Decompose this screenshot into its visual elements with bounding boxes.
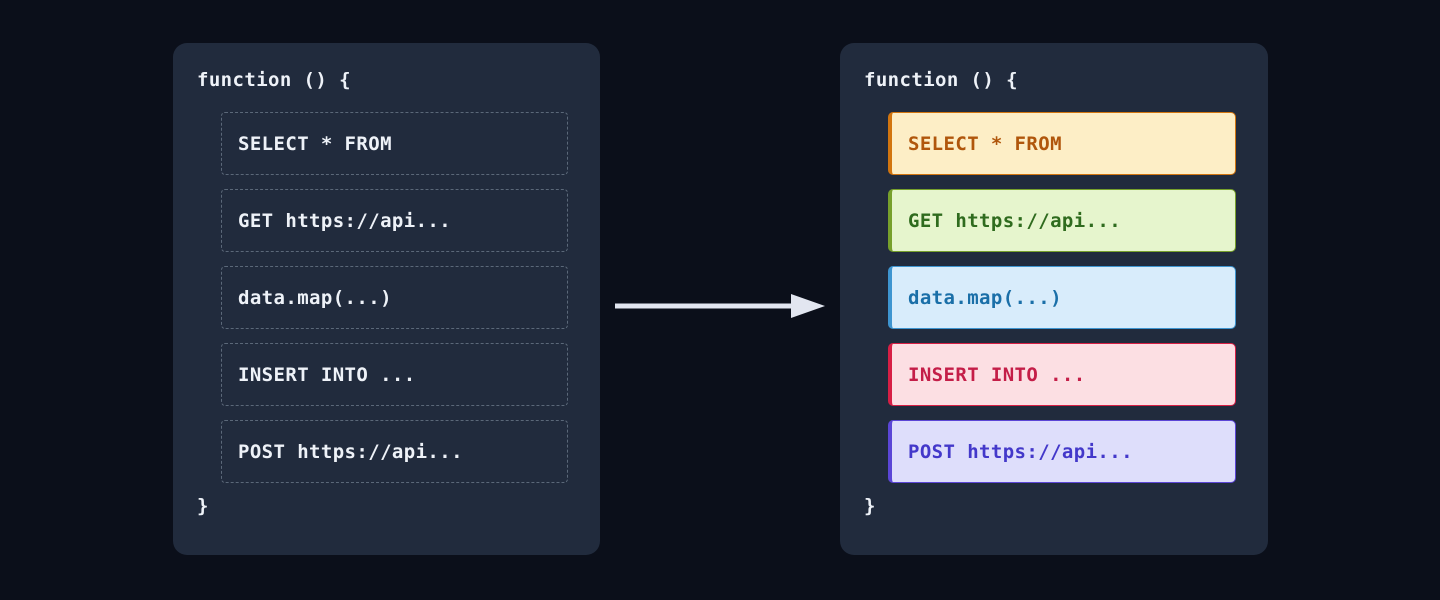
snippet-post-highlighted[interactable]: POST https://api... (888, 420, 1236, 483)
snippet-label: SELECT * FROM (238, 132, 392, 155)
before-panel: function () { SELECT * FROM GET https://… (173, 43, 600, 555)
snippet-label: INSERT INTO ... (238, 363, 416, 386)
snippet-get[interactable]: GET https://api... (221, 189, 568, 252)
after-function-close-brace: } (864, 495, 876, 517)
before-function-open-brace: function () { (197, 69, 351, 91)
arrow-right-icon (615, 292, 827, 320)
after-panel: function () { SELECT * FROM GET https://… (840, 43, 1268, 555)
snippet-get-highlighted[interactable]: GET https://api... (888, 189, 1236, 252)
before-snippet-list: SELECT * FROM GET https://api... data.ma… (221, 112, 568, 483)
snippet-select-highlighted[interactable]: SELECT * FROM (888, 112, 1236, 175)
snippet-map[interactable]: data.map(...) (221, 266, 568, 329)
snippet-label: GET https://api... (908, 209, 1122, 232)
snippet-map-highlighted[interactable]: data.map(...) (888, 266, 1236, 329)
snippet-post[interactable]: POST https://api... (221, 420, 568, 483)
before-function-close-brace: } (197, 495, 209, 517)
after-function-open-brace: function () { (864, 69, 1018, 91)
snippet-select[interactable]: SELECT * FROM (221, 112, 568, 175)
snippet-insert[interactable]: INSERT INTO ... (221, 343, 568, 406)
snippet-label: GET https://api... (238, 209, 452, 232)
snippet-label: data.map(...) (238, 286, 392, 309)
snippet-label: INSERT INTO ... (908, 363, 1086, 386)
snippet-label: SELECT * FROM (908, 132, 1062, 155)
snippet-label: data.map(...) (908, 286, 1062, 309)
after-snippet-list: SELECT * FROM GET https://api... data.ma… (888, 112, 1236, 483)
snippet-label: POST https://api... (238, 440, 463, 463)
snippet-label: POST https://api... (908, 440, 1133, 463)
snippet-insert-highlighted[interactable]: INSERT INTO ... (888, 343, 1236, 406)
